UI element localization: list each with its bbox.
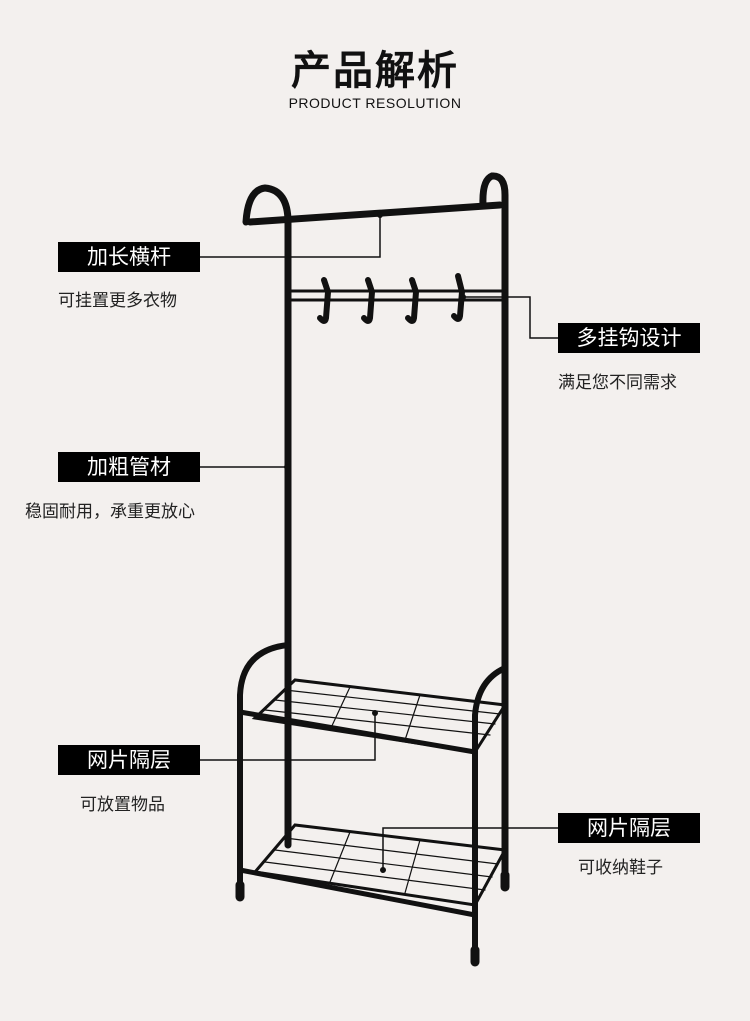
feature-label-crossbar: 加长横杆 xyxy=(58,242,200,272)
page-subtitle: PRODUCT RESOLUTION xyxy=(288,95,462,111)
feature-desc-lower-shelf: 可收纳鞋子 xyxy=(578,858,663,878)
feature-desc-hooks: 满足您不同需求 xyxy=(558,373,677,393)
feature-desc-upper-shelf: 可放置物品 xyxy=(80,795,165,815)
feature-label-lower-shelf: 网片隔层 xyxy=(558,813,700,843)
page-title: 产品解析 xyxy=(291,48,459,94)
feature-label-upper-shelf: 网片隔层 xyxy=(58,745,200,775)
feature-desc-tubes: 稳固耐用，承重更放心 xyxy=(25,502,195,522)
feature-label-hooks: 多挂钩设计 xyxy=(558,323,700,353)
feature-label-tubes: 加粗管材 xyxy=(58,452,200,482)
feature-desc-crossbar: 可挂置更多衣物 xyxy=(58,291,177,311)
